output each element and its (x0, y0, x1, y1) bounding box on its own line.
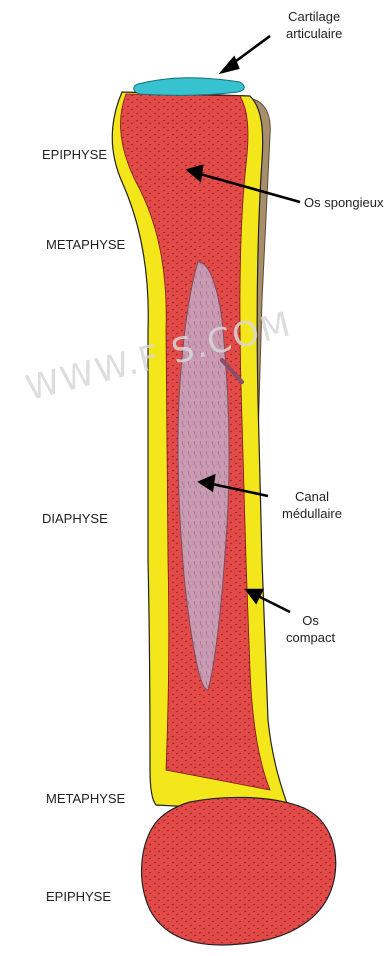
label-canal-medullaire: Canal médullaire (282, 488, 342, 522)
label-os-line2: compact (286, 629, 335, 646)
label-cartilage-articulaire: Cartilage articulaire (286, 8, 342, 42)
articular-cartilage (134, 78, 245, 96)
label-canal-line2: médullaire (282, 505, 342, 522)
label-diaphyse: DIAPHYSE (42, 510, 108, 527)
label-epiphyse-top: EPIPHYSE (42, 146, 107, 163)
label-os-compact: Os compact (286, 612, 335, 646)
label-os-spongieux: Os spongieux (304, 194, 384, 211)
label-cartilage-line1: Cartilage (286, 8, 342, 25)
label-canal-line1: Canal (282, 488, 342, 505)
bottom-epiphysis (142, 797, 336, 945)
label-epiphyse-bottom: EPIPHYSE (46, 888, 111, 905)
label-metaphyse-top: METAPHYSE (46, 236, 125, 253)
label-os-line1: Os (286, 612, 335, 629)
label-metaphyse-bottom: METAPHYSE (46, 790, 125, 807)
label-cartilage-line2: articulaire (286, 25, 342, 42)
